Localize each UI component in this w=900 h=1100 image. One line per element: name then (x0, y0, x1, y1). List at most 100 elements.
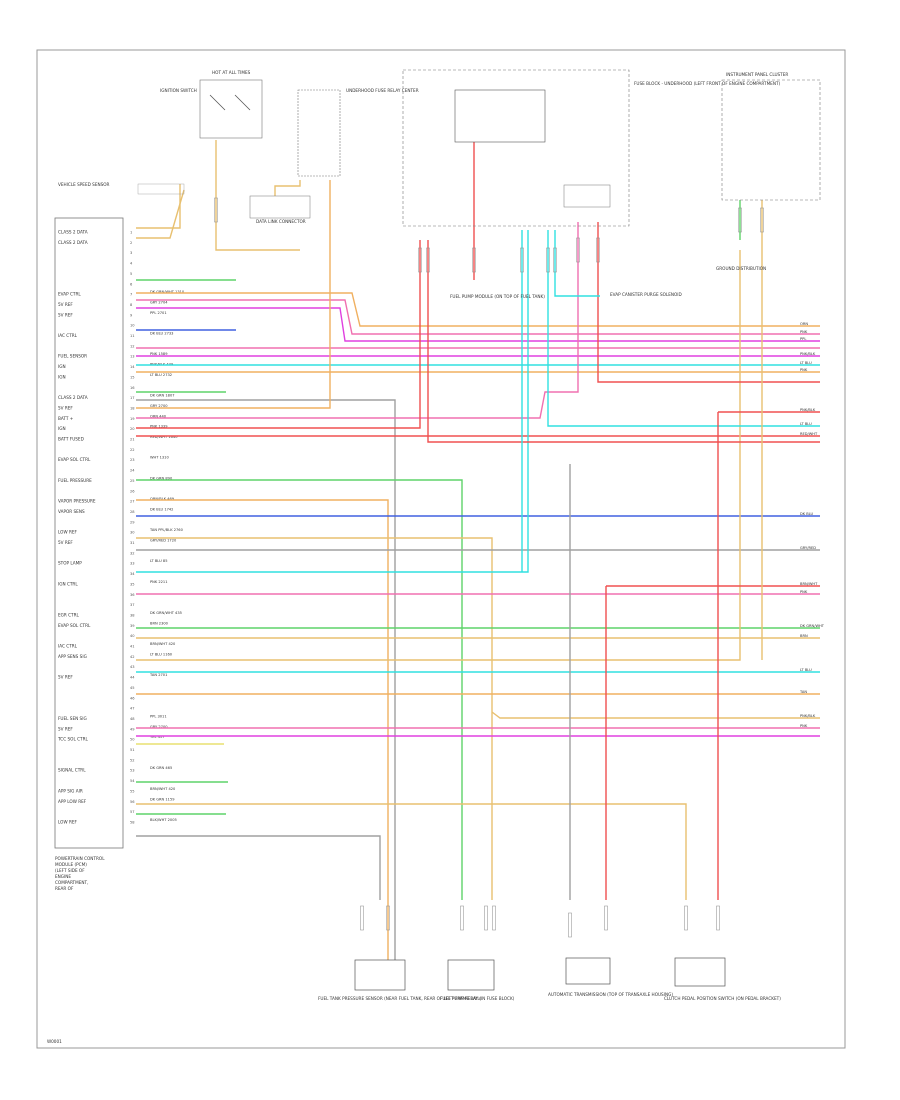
module-pin-label: IGN CTRL (58, 581, 78, 586)
module-pin-number: 6 (130, 282, 133, 286)
wire (136, 399, 396, 960)
wire (136, 180, 331, 409)
wire (136, 292, 820, 327)
module-pin-number: 31 (130, 541, 135, 545)
module-pin-label: IGN (58, 426, 66, 431)
wire-harness (136, 140, 820, 960)
wire-code: DK BLU 2733 (150, 332, 173, 336)
module-pin-label: FUEL SENSOR (58, 354, 87, 359)
connector-terminal (684, 905, 688, 931)
module-pin-number: 44 (130, 676, 135, 680)
wire (547, 230, 820, 427)
module-pin-number: 23 (130, 458, 135, 462)
wire-code: PNK 1589 (150, 352, 168, 356)
module-pin-number: 18 (130, 406, 135, 410)
module-pin-number: 22 (130, 448, 135, 452)
module-pin-label: 5V REF (58, 726, 73, 731)
module-name-line: COMPARTMENT, (55, 880, 88, 885)
module-pin-label: LOW REF (58, 819, 78, 824)
automatic-transmission: AUTOMATIC TRANSMISSION (TOP OF TRANSAXLE… (548, 957, 673, 997)
right-wire-label: BRN (800, 634, 808, 638)
wire-code: TAN PPL/BLK 2760 (149, 528, 184, 532)
module-pin-number: 15 (130, 375, 135, 379)
wire-code: DK GRN 1807 (150, 394, 175, 398)
module-pin-label: APP SIG AIR (58, 788, 83, 793)
module-pin-label: BATT FUSED (58, 437, 84, 442)
module-pin-label: 5V REF (58, 312, 73, 317)
module-pin-number: 11 (130, 334, 135, 338)
ground-dist-label: GROUND DISTRIBUTION (716, 266, 766, 271)
bottom-comp-1-label: FUEL TANK PRESSURE SENSOR (NEAR FUEL TAN… (318, 996, 482, 1001)
module-pin-label: EVAP CTRL (58, 292, 81, 297)
evap-purge-solenoid: EVAP CANISTER PURGE SOLENOID (610, 292, 682, 297)
module-pin-label: LOW REF (58, 530, 78, 535)
wire (136, 537, 493, 900)
module-pin-number: 29 (130, 520, 135, 524)
wire-code: ORN 440 (150, 414, 167, 418)
wire-code: WHT 1310 (150, 456, 169, 460)
module-pin-label: CLASS 2 DATA (58, 395, 88, 400)
module-pin-label: IGN (58, 374, 66, 379)
wire (136, 240, 421, 429)
wire-code: DK GRN/WHT 435 (150, 611, 182, 615)
module-pin-number: 33 (130, 562, 135, 566)
fuse-block-label: FUSE BLOCK - UNDERHOOD (LEFT FRONT OF EN… (634, 81, 781, 86)
module-pin-number: 2 (130, 241, 132, 245)
module-pin-label: 5V REF (58, 540, 73, 545)
right-wire-label: PPL (800, 337, 806, 341)
clutch-pedal-position-switch: CLUTCH PEDAL POSITION SWITCH (ON PEDAL B… (664, 957, 781, 1001)
connector-terminal (596, 237, 600, 263)
wire (136, 250, 741, 661)
wire (136, 835, 381, 900)
right-wire-label: PNK/BLK (800, 408, 816, 412)
right-wire-label: TAN (799, 690, 807, 694)
connector-terminal (484, 905, 488, 931)
ignition-switch-title: HOT AT ALL TIMES (212, 70, 251, 75)
module-pin-number: 13 (130, 355, 135, 359)
module-name-line: MODULE (PCM) (55, 862, 87, 867)
wire (136, 299, 820, 335)
module-pin-number: 19 (130, 417, 135, 421)
data-link-connector-left: VEHICLE SPEED SENSOR (58, 182, 185, 195)
module-pin-label: IAC CTRL (58, 644, 78, 649)
module-pin-number: 28 (130, 510, 135, 514)
right-wire-label: RED/WHT (800, 432, 818, 436)
module-pin-label: APP SENS SIG (58, 654, 87, 659)
wire (427, 240, 820, 443)
module-pin-label: STOP LAMP (58, 561, 82, 566)
fuse-block-underhood: FUSE BLOCK - UNDERHOOD (LEFT FRONT OF EN… (402, 69, 781, 227)
module-pin-label: BATT + (58, 416, 74, 421)
bottom-comp-4-label: CLUTCH PEDAL POSITION SWITCH (ON PEDAL B… (664, 996, 781, 1001)
module-pin-number: 7 (130, 293, 132, 297)
module-pin-number: 17 (130, 396, 135, 400)
right-wire-label: DK GRN/WHT (800, 624, 825, 628)
connector-terminal (386, 905, 390, 931)
right-wire-label: PNK (800, 330, 808, 334)
module-pin-number: 43 (130, 665, 135, 669)
module-pin-number: 53 (130, 769, 135, 773)
module-pin-number: 5 (130, 272, 132, 276)
wire (274, 180, 301, 196)
wire-code: PNK 2211 (150, 580, 168, 584)
module-pin-label: 5V REF (58, 675, 73, 680)
module-name-line: (LEFT SIDE OF (55, 868, 85, 873)
connector-terminal (360, 905, 364, 931)
wire (597, 222, 820, 383)
module-pin-number: 1 (130, 231, 132, 235)
wire-code: PNK 1339 (150, 425, 168, 429)
fuel-pump-relay: FUEL PUMP RELAY (IN FUSE BLOCK) (440, 959, 515, 1001)
ignition-switch: HOT AT ALL TIMES IGNITION SWITCH (160, 70, 263, 139)
wire-code: PPL 3011 (150, 714, 167, 718)
module-name-line: REAR OF (55, 886, 74, 891)
connector-terminal (460, 905, 464, 931)
module-pin-label: CLASS 2 DATA (58, 230, 88, 235)
module-pin-number: 10 (130, 324, 135, 328)
right-wire-label: PNK (800, 724, 808, 728)
underhood-relay-label: UNDERHOOD FUSE RELAY CENTER (346, 88, 419, 93)
bottom-comp-3-label: AUTOMATIC TRANSMISSION (TOP OF TRANSAXLE… (548, 992, 673, 997)
module-pin-number: 50 (130, 738, 135, 742)
module-pin-number: 8 (130, 303, 133, 307)
wire (136, 230, 529, 573)
